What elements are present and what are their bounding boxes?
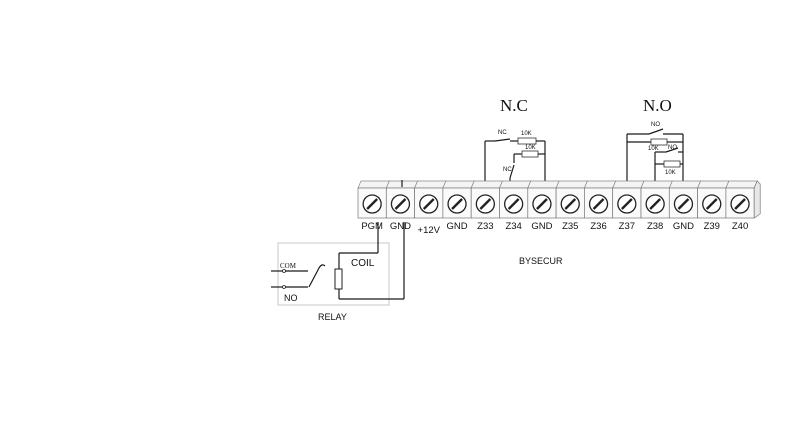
terminal-label: GND (673, 221, 694, 232)
terminal-12 (697, 180, 730, 219)
terminal-0 (357, 180, 390, 219)
nc-group-label: N.C (500, 96, 528, 115)
no-group-label: N.O (643, 96, 672, 115)
terminal-label: GND (446, 221, 467, 232)
no-resistor-label-1: 10K (648, 146, 659, 152)
terminal-10 (640, 180, 673, 219)
terminal-label: Z35 (562, 221, 578, 232)
terminal-label: PGM (361, 221, 383, 232)
terminal-label: Z39 (704, 221, 720, 232)
no-resistor-label-2: 10K (665, 170, 676, 176)
terminal-3 (442, 180, 475, 219)
relay-module: COM NO COIL RELAY (271, 222, 405, 322)
terminal-label: Z38 (647, 221, 663, 232)
relay-coil-label: COIL (351, 258, 375, 269)
terminal-9 (612, 180, 645, 219)
board-label: BYSECUR (519, 256, 563, 266)
terminal-label: Z36 (590, 221, 606, 232)
terminal-4 (470, 180, 504, 219)
nc-resistor-label-top: 10K (521, 131, 532, 137)
terminal-label: Z37 (619, 221, 635, 232)
nc-resistor-label-mid: 10K (525, 145, 536, 151)
terminal-label: Z40 (732, 221, 748, 232)
nc-switch-label-top: NC (498, 130, 507, 136)
relay-no-label: NO (284, 293, 298, 303)
no-switch-label-mid: NO (668, 145, 677, 151)
relay-com-label: COM (280, 262, 297, 270)
terminal-6 (527, 180, 560, 219)
relay-box (277, 242, 390, 306)
terminal-13 (725, 180, 758, 219)
terminal-2 (414, 180, 447, 219)
terminal-5 (498, 180, 532, 219)
terminal-label: Z34 (505, 221, 521, 232)
terminal-label: Z33 (477, 221, 493, 232)
terminal-label: GND (390, 221, 411, 232)
terminal-label: +12V (418, 225, 441, 236)
terminal-label: GND (531, 221, 552, 232)
terminal-block: PGM GND +12V GND Z33 Z34 GND Z35 Z36 Z37 Z38 GND Z39… (357, 180, 761, 236)
no-switch-label-top: NO (651, 122, 660, 128)
terminal-7 (555, 180, 588, 219)
terminal-8 (583, 180, 617, 219)
relay-caption: RELAY (318, 312, 347, 322)
no-wiring: NO 10K NO 10K (626, 122, 684, 188)
terminal-end-cap (753, 180, 761, 219)
nc-switch-label-low: NC (503, 167, 512, 173)
terminal-11 (668, 180, 702, 219)
nc-wiring: NC 10K 10K NC (484, 130, 546, 188)
